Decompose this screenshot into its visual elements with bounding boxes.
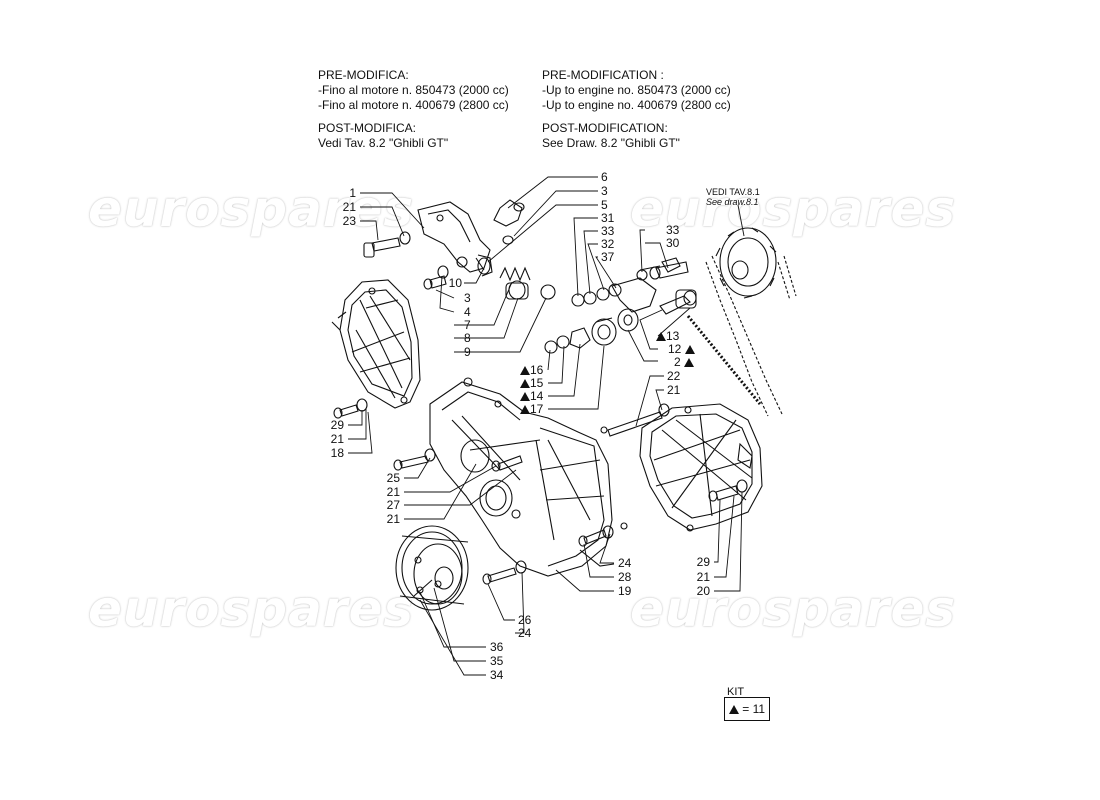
bolt <box>649 261 689 280</box>
note-en-pre-line1: -Up to engine no. 850473 (2000 cc) <box>542 83 731 97</box>
callout-21b: 21 <box>667 383 681 397</box>
callout-kit-17: 17 <box>520 402 543 416</box>
crankshaft-pulley <box>395 525 469 611</box>
kit-triangle-icon <box>520 392 530 401</box>
note-it-pre-line1: -Fino al motore n. 850473 (2000 cc) <box>318 83 509 97</box>
leader-lines <box>348 176 745 676</box>
note-english: PRE-MODIFICATION : -Up to engine no. 850… <box>542 68 731 151</box>
callout-32: 32 <box>601 237 615 251</box>
callout-24b: 24 <box>518 626 532 640</box>
callout-8: 8 <box>464 331 471 345</box>
tensioner-bracket <box>417 199 525 277</box>
callout-kit-14: 14 <box>520 389 543 403</box>
idler-pulley <box>544 317 617 354</box>
left-timing-cover <box>331 279 421 409</box>
callout-33: 33 <box>601 224 615 238</box>
kit-triangle-icon <box>656 332 666 341</box>
reference-note-it: VEDI TAV.8.1 <box>706 187 760 197</box>
callout-36: 36 <box>490 640 504 654</box>
callout-21f: 21 <box>696 570 710 584</box>
note-en-post-title: POST-MODIFICATION: <box>542 121 668 135</box>
callout-kit-2: 2 <box>674 355 695 369</box>
watermark: eurospares <box>630 180 957 238</box>
pivot-bolt <box>659 289 697 315</box>
timing-belt <box>686 315 762 405</box>
kit-triangle-icon <box>684 345 695 354</box>
small-bolt <box>423 265 449 290</box>
callout-21d: 21 <box>386 485 400 499</box>
callout-6: 6 <box>601 170 608 184</box>
camshaft-gear <box>715 227 777 299</box>
callout-21e: 21 <box>386 512 400 526</box>
callout-7: 7 <box>464 318 471 332</box>
callout-23: 23 <box>342 214 356 228</box>
watermark: eurospares <box>88 580 415 638</box>
stud-bolt <box>363 231 411 258</box>
callout-31: 31 <box>601 211 615 225</box>
callout-9: 9 <box>464 345 471 359</box>
callout-kit-16: 16 <box>520 363 543 377</box>
note-en-pre-line2: -Up to engine no. 400679 (2800 cc) <box>542 98 731 112</box>
callout-28: 28 <box>618 570 632 584</box>
callout-5: 5 <box>601 198 608 212</box>
callout-1: 1 <box>349 186 356 200</box>
callout-22: 22 <box>667 369 681 383</box>
callout-25: 25 <box>386 471 400 485</box>
note-en-post-line: See Draw. 8.2 "Ghibli GT" <box>542 136 680 150</box>
callout-kit-15: 15 <box>520 376 543 390</box>
callout-kit-13: 13 <box>656 329 679 343</box>
kit-triangle-icon <box>520 366 530 375</box>
callout-33b: 33 <box>666 223 680 237</box>
note-it-post-line: Vedi Tav. 8.2 "Ghibli GT" <box>318 136 449 150</box>
callout-18: 18 <box>330 446 344 460</box>
kit-legend-box: = 11 <box>724 697 770 721</box>
tensioner-spring <box>499 266 556 300</box>
callout-37: 37 <box>601 250 615 264</box>
callout-19: 19 <box>618 584 632 598</box>
kit-label: KIT <box>727 686 745 698</box>
watermark: eurospares <box>630 580 957 638</box>
callout-3b: 3 <box>464 291 471 305</box>
note-italian: PRE-MODIFICA: -Fino al motore n. 850473 … <box>318 68 509 151</box>
kit-triangle-icon <box>520 379 530 388</box>
callout-10: 10 <box>448 276 462 290</box>
reference-note: VEDI TAV.8.1 See draw.8.1 <box>706 187 760 207</box>
callout-34: 34 <box>490 668 504 682</box>
callout-29: 29 <box>330 418 344 432</box>
callout-29b: 29 <box>696 555 710 569</box>
note-en-pre-title: PRE-MODIFICATION : <box>542 68 664 82</box>
tensioner-arm <box>611 257 681 332</box>
callout-20: 20 <box>696 584 710 598</box>
kit-triangle-icon <box>520 405 530 414</box>
right-timing-cover <box>639 403 763 532</box>
watermark: eurospares <box>88 180 415 238</box>
kit-triangle-icon <box>728 705 739 714</box>
note-it-pre-line2: -Fino al motore n. 400679 (2800 cc) <box>318 98 509 112</box>
callout-35: 35 <box>490 654 504 668</box>
callout-30: 30 <box>666 236 680 250</box>
callout-21c: 21 <box>330 432 344 446</box>
note-it-post-title: POST-MODIFICA: <box>318 121 417 135</box>
callout-4: 4 <box>464 305 471 319</box>
callout-21: 21 <box>342 200 356 214</box>
callout-24: 24 <box>618 556 632 570</box>
note-it-pre-title: PRE-MODIFICA: <box>318 68 409 82</box>
callout-27: 27 <box>386 498 400 512</box>
reference-note-en: See draw.8.1 <box>706 197 759 207</box>
kit-triangle-icon <box>684 358 695 367</box>
kit-value: = 11 <box>742 702 766 716</box>
timing-belt <box>705 255 797 417</box>
callout-kit-12: 12 <box>668 342 695 356</box>
stud <box>607 403 670 437</box>
callout-3: 3 <box>601 184 608 198</box>
callout-26: 26 <box>518 613 532 627</box>
washer-stack <box>571 283 622 307</box>
